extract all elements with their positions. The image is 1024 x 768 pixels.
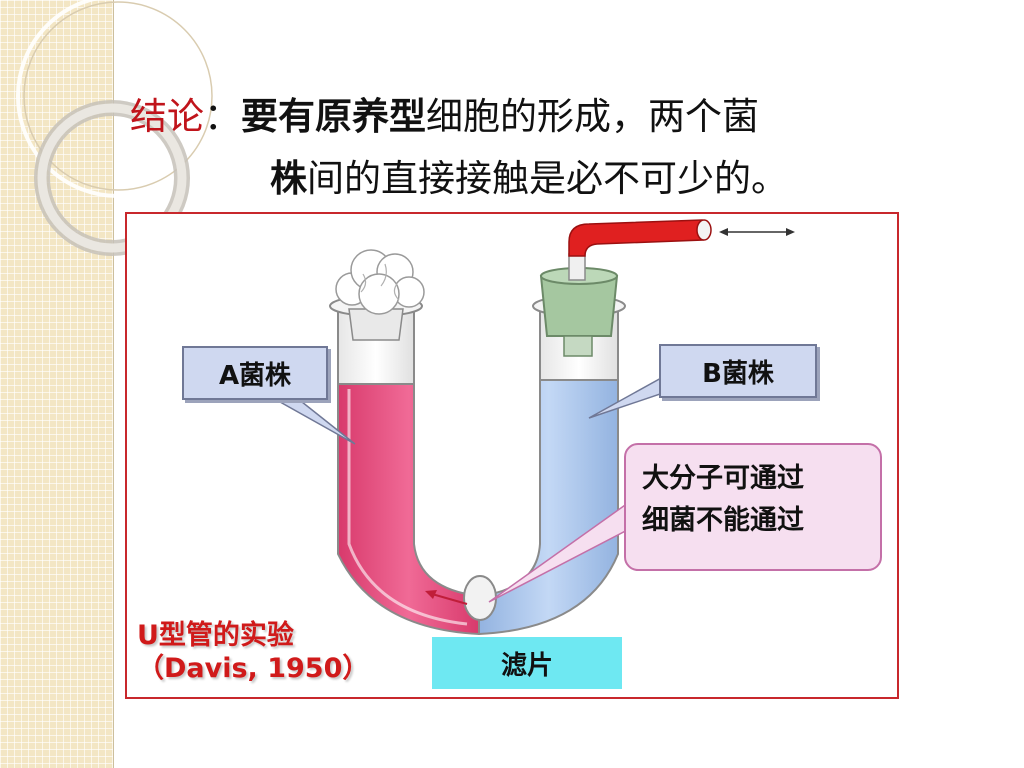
decorative-divider [113, 0, 114, 768]
cotton-plug [335, 249, 425, 341]
conclusion-line-2: 株间的直接接触是必不可少的。 [270, 155, 788, 203]
liquid-strain-b [478, 379, 619, 636]
experiment-caption-title: U型管的实验 [137, 620, 294, 651]
experiment-caption-citation: （Davis, 1950） [137, 653, 370, 684]
experiment-caption: U型管的实验 （Davis, 1950） [137, 619, 369, 685]
conclusion-text-1: 细胞的形成，两个菌 [426, 95, 759, 138]
filter-note-line-2: 细菌不能通过 [642, 505, 804, 536]
conclusion-label: 结论 [130, 95, 204, 138]
suction-pipe [568, 219, 704, 257]
double-arrow-icon [719, 228, 795, 236]
filter-label: 滤片 [432, 637, 622, 689]
u-tube-illustration [270, 219, 795, 636]
conclusion-line-1: 结论：要有原养型细胞的形成，两个菌 [130, 93, 759, 141]
liquid-strain-a [337, 383, 480, 636]
label-strain-b: B菌株 [659, 344, 817, 398]
decorative-rings [16, 0, 220, 256]
conclusion-colon: ： [204, 95, 241, 138]
conclusion-bold-char: 株 [270, 157, 307, 200]
conclusion-bold-phrase: 要有原养型 [241, 95, 426, 138]
label-strain-a: A菌株 [182, 346, 328, 400]
u-tube-figure: A菌株 B菌株 大分子可通过 细菌不能通过 滤片 U型管的实验 （Davis, … [125, 212, 899, 699]
filter-note-line-1: 大分子可通过 [642, 463, 804, 494]
rubber-stopper [539, 253, 619, 357]
conclusion-text-2: 间的直接接触是必不可少的。 [307, 157, 788, 200]
filter-disc [463, 575, 497, 621]
filter-note-callout: 大分子可通过 细菌不能通过 [624, 443, 882, 571]
